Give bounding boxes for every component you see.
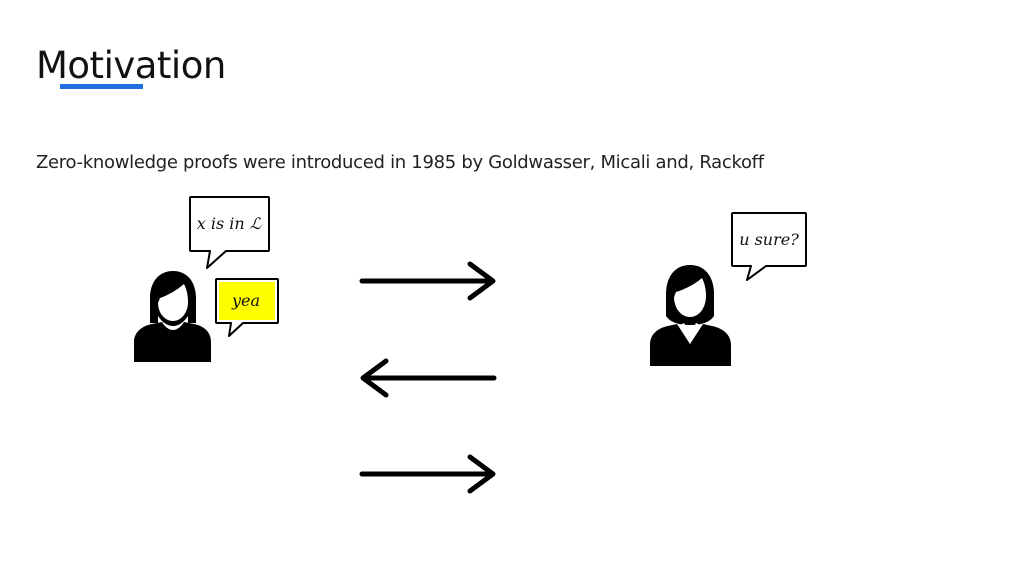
prover-claim-text: x is in ℒ [197, 214, 262, 233]
slide-title: Motivation [36, 44, 226, 87]
verifier-question-bubble: u sure? [731, 212, 807, 281]
title-underline [60, 84, 143, 89]
prover-claim-bubble: x is in ℒ [189, 196, 270, 269]
verifier-question-text: u sure? [739, 230, 799, 249]
message-arrow-2 [360, 358, 497, 398]
slide-subtitle: Zero-knowledge proofs were introduced in… [36, 152, 764, 173]
answer-highlight [219, 282, 275, 320]
message-arrow-3 [359, 454, 496, 494]
verifier-woman-icon [650, 265, 731, 366]
prover-answer-text: yea [231, 291, 260, 310]
prover-answer-bubble: yea [215, 278, 279, 337]
prover-woman-icon [134, 271, 211, 362]
message-arrow-1 [359, 261, 496, 301]
